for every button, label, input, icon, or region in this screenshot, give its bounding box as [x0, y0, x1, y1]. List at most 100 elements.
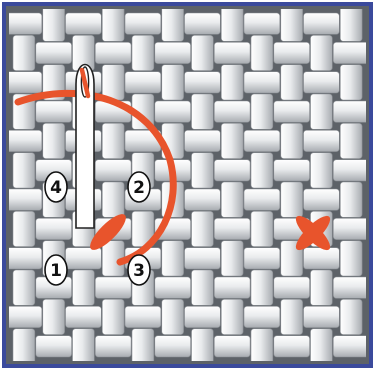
weave-cell — [251, 270, 273, 305]
marker-2-label: 2 — [133, 178, 145, 198]
weave-cell — [244, 130, 280, 151]
weave-cell — [214, 277, 250, 298]
weave-cell — [214, 42, 250, 63]
marker-1-label: 1 — [50, 261, 62, 281]
weave-cell — [132, 35, 154, 70]
weave-cell — [73, 270, 95, 305]
weave-cell — [155, 42, 191, 63]
weave-cell — [304, 248, 340, 269]
weave-cell — [185, 248, 221, 269]
weave-cell — [13, 329, 35, 364]
weave-cell — [333, 277, 369, 298]
weave-cell — [244, 72, 280, 93]
weave-cell — [155, 336, 191, 357]
marker-1: 1 — [45, 255, 67, 285]
weave-cell — [192, 35, 214, 70]
weave-cell — [251, 211, 273, 246]
weave-cell — [155, 277, 191, 298]
weave-cell — [13, 270, 35, 305]
weave-cell — [274, 101, 310, 122]
weave-cell — [132, 329, 154, 364]
weave-cell — [162, 241, 184, 276]
marker-3: 3 — [128, 255, 150, 285]
weave-cell — [155, 101, 191, 122]
marker-2: 2 — [128, 172, 150, 202]
weave-cell — [274, 336, 310, 357]
weave-cell — [333, 160, 369, 181]
weave-cell — [304, 130, 340, 151]
weave-cell — [251, 153, 273, 188]
marker-3-label: 3 — [133, 261, 145, 281]
weave-cell — [185, 72, 221, 93]
weave-cell — [185, 13, 221, 34]
weave-cell — [43, 6, 65, 41]
weave-cell — [214, 101, 250, 122]
weave-cell — [333, 42, 369, 63]
weave-cell — [221, 299, 243, 334]
weave-cell — [102, 182, 124, 217]
weave-cell — [311, 329, 333, 364]
weave-cell — [340, 241, 362, 276]
weave-cell — [340, 6, 362, 41]
weave-cell — [185, 130, 221, 151]
weave-cell — [162, 6, 184, 41]
weave-cell — [66, 306, 102, 327]
weave-cell — [340, 123, 362, 158]
weave-cell — [192, 270, 214, 305]
weave-cell — [214, 160, 250, 181]
weave-cell — [304, 189, 340, 210]
weave-cell — [162, 65, 184, 100]
weave-cell — [102, 123, 124, 158]
weave-cell — [185, 306, 221, 327]
weave-cell — [102, 65, 124, 100]
weave-cell — [281, 6, 303, 41]
weave-cell — [6, 130, 42, 151]
weave-cell — [6, 189, 42, 210]
weave-cell — [36, 101, 72, 122]
weave-cell — [13, 153, 35, 188]
weave-cell — [6, 13, 42, 34]
weave-cell — [281, 123, 303, 158]
weave-cell — [162, 299, 184, 334]
weave-cell — [311, 35, 333, 70]
weave-cell — [340, 65, 362, 100]
weave-cell — [66, 13, 102, 34]
weave-cell — [340, 299, 362, 334]
weave-cell — [36, 42, 72, 63]
weave-cell — [192, 329, 214, 364]
weave-cell — [6, 72, 42, 93]
weave-cell — [95, 336, 131, 357]
weave-cell — [6, 306, 42, 327]
weave-cell — [6, 248, 42, 269]
weave-cell — [13, 35, 35, 70]
weave-cell — [73, 329, 95, 364]
weave-cell — [274, 42, 310, 63]
weave-cell — [333, 218, 369, 239]
weave-cell — [13, 211, 35, 246]
weave-cell — [221, 241, 243, 276]
weave-cell — [333, 101, 369, 122]
weave-cell — [251, 35, 273, 70]
weave-cell — [95, 42, 131, 63]
weave-cell — [221, 6, 243, 41]
weave-cell — [244, 13, 280, 34]
weave-cell — [340, 182, 362, 217]
weave-cell — [304, 306, 340, 327]
weave-cell — [244, 189, 280, 210]
weave-cell — [251, 94, 273, 129]
weave-cell — [192, 211, 214, 246]
weave-cell — [333, 336, 369, 357]
weave-cell — [251, 329, 273, 364]
weave-cell — [43, 299, 65, 334]
weave-cell — [125, 13, 161, 34]
marker-4-label: 4 — [50, 178, 62, 198]
weave-cell — [102, 6, 124, 41]
weave-cell — [311, 94, 333, 129]
weave-cell — [221, 65, 243, 100]
weave-cell — [36, 218, 72, 239]
weave-cell — [281, 182, 303, 217]
weave-cell — [95, 160, 131, 181]
weave-cell — [311, 270, 333, 305]
weave-cell — [304, 72, 340, 93]
